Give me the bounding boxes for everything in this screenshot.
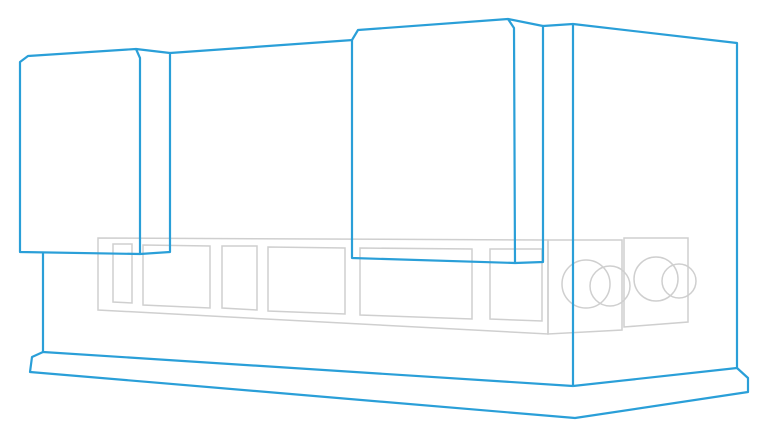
right-module-edge: [507, 18, 517, 264]
enclosure-outline: [18, 17, 750, 420]
knob-1-base: [561, 259, 611, 309]
knob-2: [661, 263, 697, 299]
panel-slot-5: [359, 247, 473, 320]
knob-2-base: [633, 256, 679, 302]
left-module-edge: [134, 48, 142, 254]
knob-1: [589, 265, 631, 307]
panel-slot-2: [142, 244, 211, 309]
front-panel-details: [97, 237, 697, 335]
panel-slot-1: [112, 243, 133, 304]
panel-slot-4: [267, 246, 346, 315]
knob-panel-2: [623, 237, 689, 328]
panel-slot-3: [221, 245, 258, 311]
right-module: [350, 17, 545, 265]
base-plate: [28, 350, 750, 420]
left-module: [18, 47, 172, 256]
panel-slot-6: [489, 248, 543, 322]
body-top-edge: [169, 38, 354, 55]
knob-panel-1: [547, 239, 623, 335]
side-section: [542, 22, 739, 388]
